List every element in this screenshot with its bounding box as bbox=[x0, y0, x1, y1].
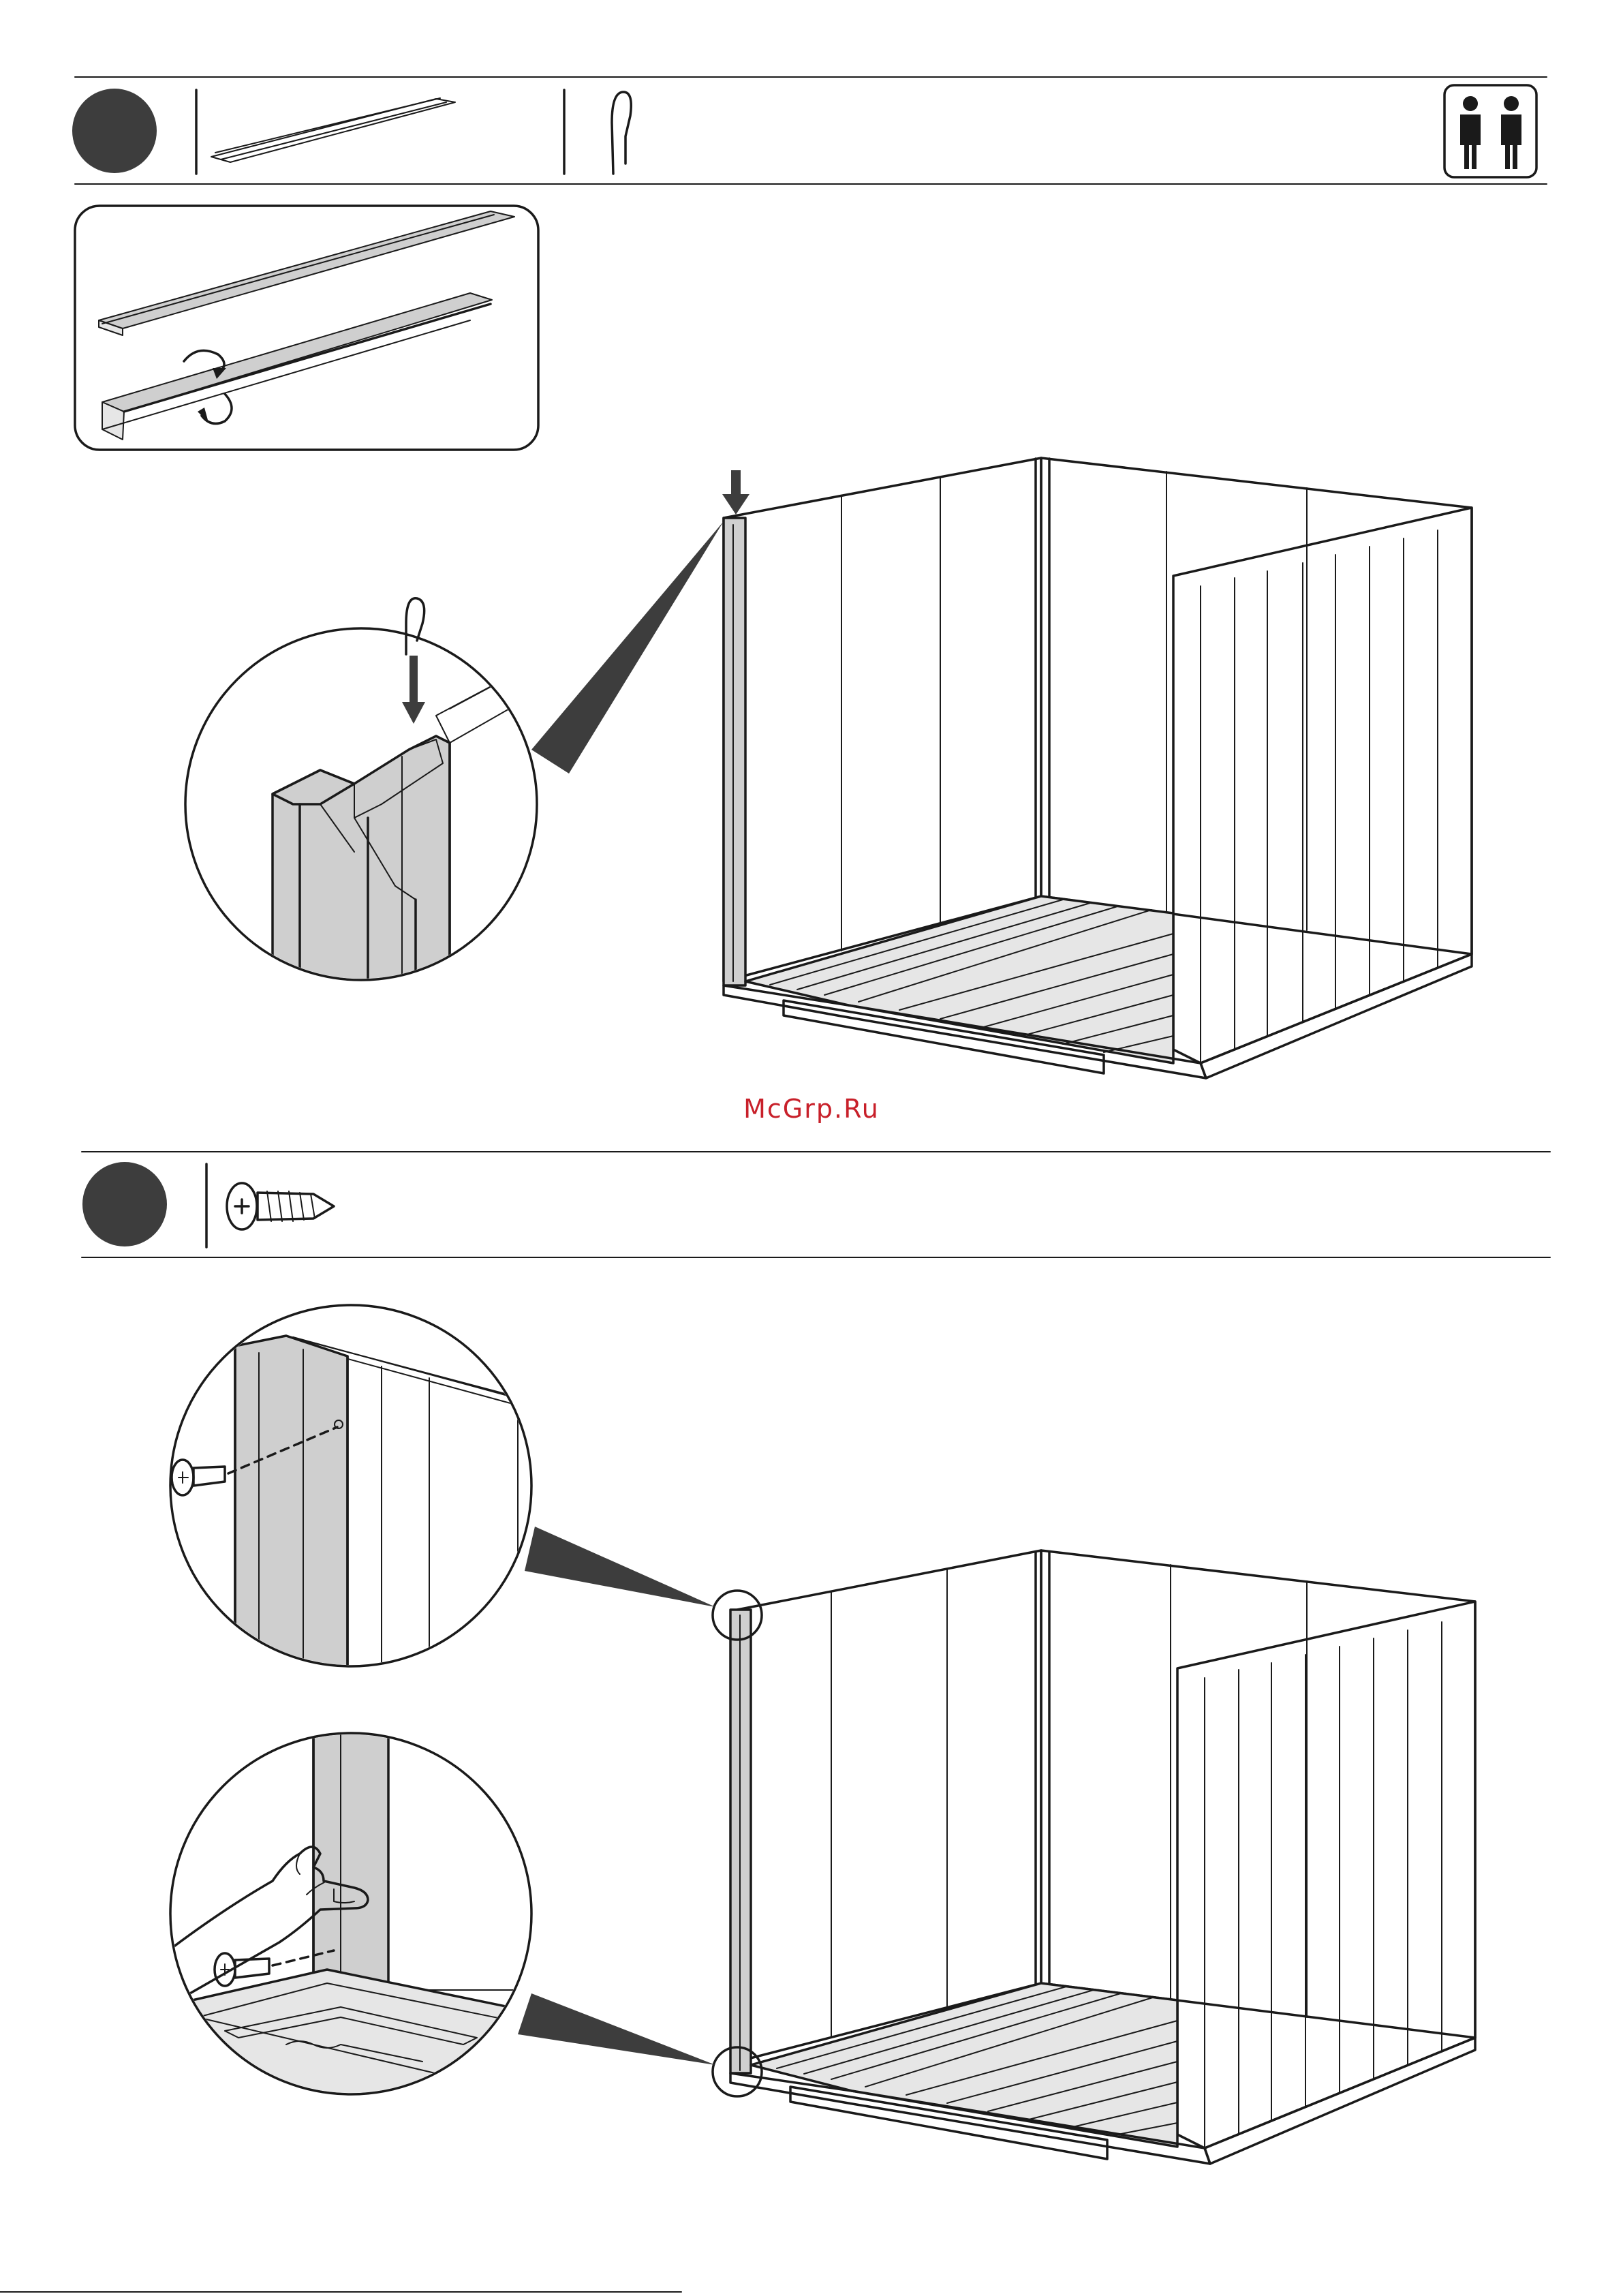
shed-walls-step-b bbox=[518, 1527, 1475, 2164]
clip-detail-callout bbox=[185, 598, 545, 981]
two-person-icon bbox=[1444, 85, 1536, 177]
strip-rotation-inset bbox=[75, 206, 538, 450]
watermark-text: McGrp.Ru bbox=[0, 1094, 1623, 1124]
locking-clip-part-icon bbox=[612, 92, 631, 174]
step-number-badge bbox=[72, 89, 157, 173]
insert-post-arrow-icon bbox=[722, 470, 749, 515]
shed-walls-step-a bbox=[531, 458, 1472, 1078]
locking-clip-icon bbox=[406, 598, 424, 654]
panel-strip-part-icon bbox=[211, 98, 455, 162]
step-number-badge bbox=[82, 1162, 167, 1246]
bottom-screw-detail-callout bbox=[170, 1731, 559, 2113]
step-a-header bbox=[72, 77, 1547, 184]
screw-part-icon bbox=[227, 1183, 334, 1229]
top-screw-detail-callout bbox=[170, 1305, 531, 1704]
step-b-header bbox=[82, 1162, 1550, 1257]
screw-icon bbox=[172, 1460, 225, 1495]
